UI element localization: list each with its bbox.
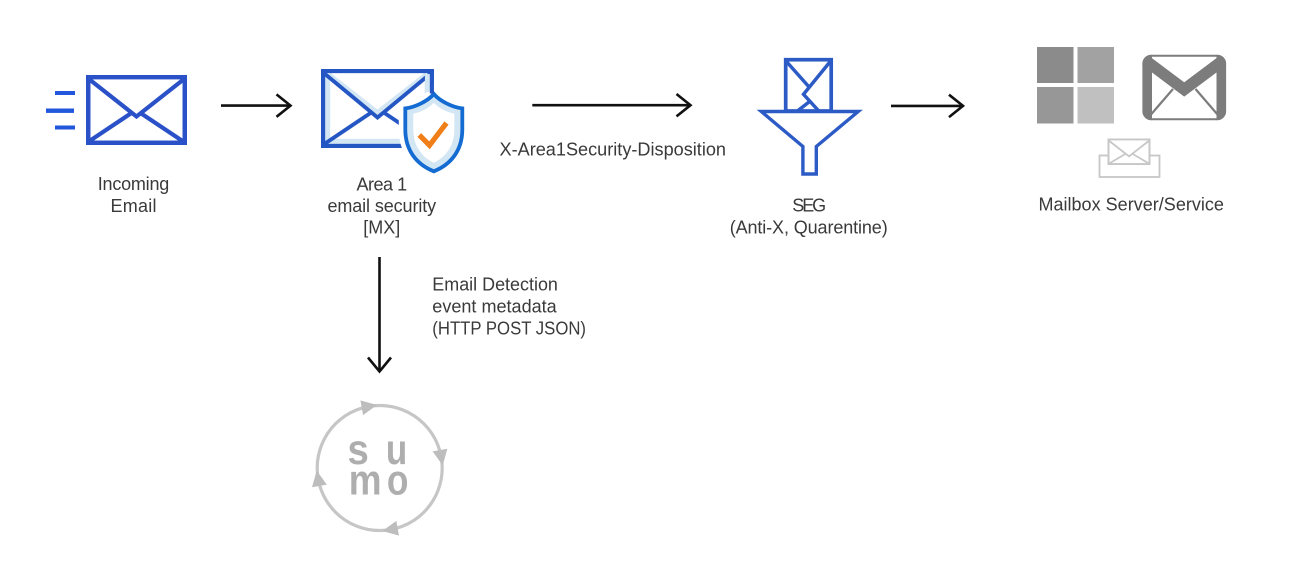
svg-text:o: o	[387, 457, 409, 505]
svg-text:event metadata: event metadata	[432, 297, 557, 317]
svg-text:m: m	[349, 457, 382, 505]
svg-text:[MX]: [MX]	[363, 218, 400, 238]
svg-text:Incoming: Incoming	[98, 174, 170, 194]
svg-text:(Anti-X, Quarentine): (Anti-X, Quarentine)	[730, 217, 888, 237]
svg-text:SEG: SEG	[792, 196, 826, 216]
svg-text:Email: Email	[111, 196, 157, 216]
svg-text:Mailbox Server/Service: Mailbox Server/Service	[1038, 194, 1224, 214]
svg-text:Email Detection: Email Detection	[432, 275, 558, 295]
svg-text:(HTTP POST JSON): (HTTP POST JSON)	[432, 319, 586, 339]
svg-text:X-Area1Security-Disposition: X-Area1Security-Disposition	[500, 140, 727, 160]
svg-text:s: s	[348, 426, 369, 474]
svg-text:u: u	[386, 426, 407, 474]
svg-text:email security: email security	[327, 196, 436, 216]
svg-text:Area 1: Area 1	[356, 174, 407, 194]
